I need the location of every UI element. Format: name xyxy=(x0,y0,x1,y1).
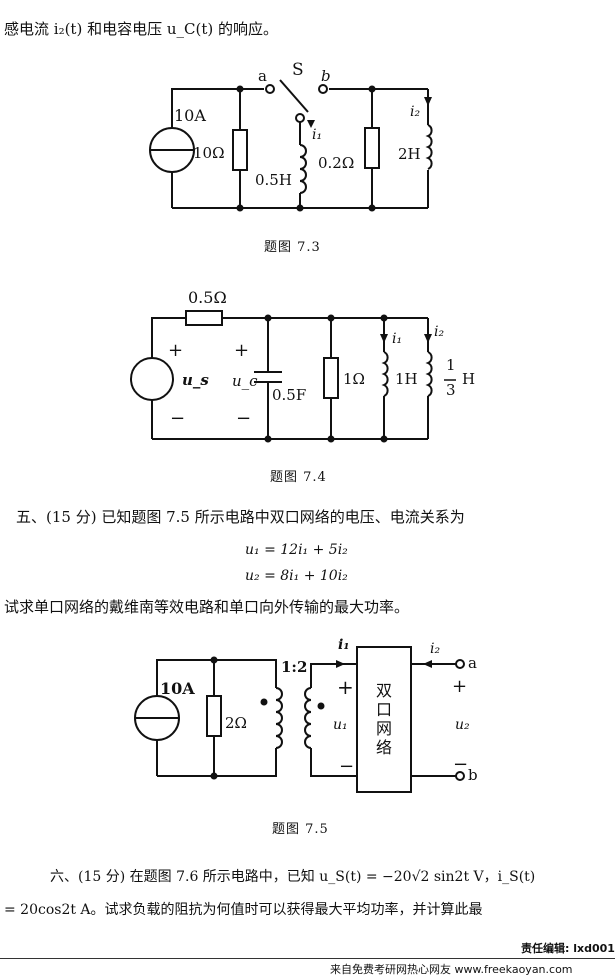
fig74-cap-label: 0.5F xyxy=(272,386,307,404)
fig75-box-char-3: 网 xyxy=(376,719,393,738)
fig74-l2-num: 1 xyxy=(446,356,456,374)
fig73-source-label: 10A xyxy=(174,106,206,125)
problem-5-eq1: u₁ = 12i₁ + 5i₂ xyxy=(245,542,348,558)
fig74-i2-label: i₂ xyxy=(434,324,445,340)
fig74-l2-unit: H xyxy=(462,370,476,388)
fig75-ratio-label: 1:2 xyxy=(281,658,308,676)
fig73-l1-label: 0.5H xyxy=(255,171,292,189)
fig75-i2-label: i₂ xyxy=(430,641,441,657)
fig74-minus1: − xyxy=(170,408,186,429)
fig74-source-label: u_s xyxy=(182,371,209,389)
fig74-l2-den: 3 xyxy=(446,381,456,399)
problem-6-line-1: 六、(15 分) 在题图 7.6 所示电路中，已知 u_S(t) = −20√2… xyxy=(50,869,536,885)
fig75-node-b: b xyxy=(468,766,478,784)
fig74-i1-label: i₁ xyxy=(392,331,403,347)
fig74-caption: 题图 7.4 xyxy=(270,470,327,485)
fig73-l2-label: 2H xyxy=(398,145,421,163)
fig73-i2-label: i₂ xyxy=(410,104,421,120)
fig74-series-r-label: 0.5Ω xyxy=(188,288,227,307)
fig73-node-a: a xyxy=(258,67,267,85)
fig75-box-char-2: 口 xyxy=(376,700,393,719)
fig74-minus2: − xyxy=(236,408,252,429)
figure-7-5-circuit xyxy=(134,646,465,793)
fig74-l1-label: 1H xyxy=(395,370,418,388)
footer-divider xyxy=(0,958,615,959)
fig74-plus2: + xyxy=(234,340,250,361)
fig75-plus1: + xyxy=(337,675,354,699)
fig75-u1-label: u₁ xyxy=(333,717,348,733)
fig73-node-b: b xyxy=(321,67,331,85)
fig73-i1-label: i₁ xyxy=(312,127,323,143)
fig75-minus2: − xyxy=(453,754,469,775)
fig74-plus1: + xyxy=(168,340,184,361)
fig74-uc-label: u_c xyxy=(232,372,258,390)
fig73-r1-label: 10Ω xyxy=(193,144,225,162)
fig75-u2-label: u₂ xyxy=(455,717,470,733)
fig75-source-label: 10A xyxy=(160,679,195,698)
fig73-r2-label: 0.2Ω xyxy=(318,154,355,172)
fig75-minus1: − xyxy=(339,756,355,777)
fig73-caption: 题图 7.3 xyxy=(264,240,321,255)
fig75-caption: 题图 7.5 xyxy=(272,822,329,837)
fig75-i1-label: i₁ xyxy=(338,637,350,653)
intro-text-line: 感电流 i₂(t) 和电容电压 u_C(t) 的响应。 xyxy=(4,20,278,38)
fig75-plus2: + xyxy=(452,676,468,697)
fig75-node-a: a xyxy=(468,654,477,672)
fig75-r-label: 2Ω xyxy=(225,714,247,732)
figure-7-4-circuit xyxy=(130,310,456,443)
footer-editor: 责任编辑: lxd001 xyxy=(521,942,615,955)
problem-6-line-2: = 20cos2t A。试求负载的阻抗为何值时可以获得最大平均功率，并计算此最 xyxy=(4,902,483,918)
fig75-box-char-4: 络 xyxy=(376,738,393,757)
footer-source: 来自免费考研网热心网友 www.freekaoyan.com xyxy=(330,963,573,976)
problem-5-question: 试求单口网络的戴维南等效电路和单口向外传输的最大功率。 xyxy=(4,598,410,616)
problem-5-statement: 五、(15 分) 已知题图 7.5 所示电路中双口网络的电压、电流关系为 xyxy=(16,508,465,526)
fig74-r-label: 1Ω xyxy=(343,370,365,388)
fig75-box-char-1: 双 xyxy=(376,681,393,700)
figure-7-3-circuit xyxy=(149,79,433,212)
fig73-switch-label: S xyxy=(292,60,304,80)
problem-5-eq2: u₂ = 8i₁ + 10i₂ xyxy=(245,568,348,584)
